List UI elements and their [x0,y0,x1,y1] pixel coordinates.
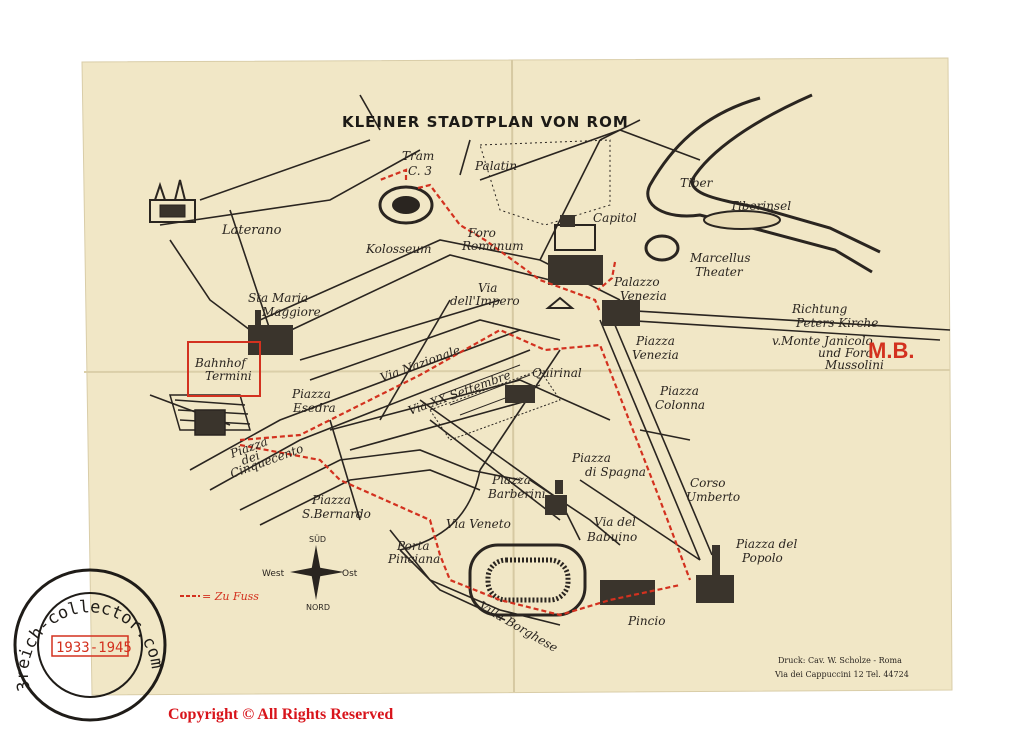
printer-line-2: Via dei Cappuccini 12 Tel. 44724 [774,670,909,679]
label-palazzo: Palazzo [613,275,660,289]
label-palatin: Palatin [474,159,517,173]
compass-east: Ost [342,569,358,579]
label-tram-c3: C. 3 [408,164,432,178]
compass-west: West [262,569,285,579]
label-piazza-esedra-1: Piazza [291,387,331,401]
label-kolosseum: Kolosseum [365,242,431,256]
label-termini: Termini [205,369,252,383]
label-via-del: Via del [594,515,636,529]
label-via-impero-2: dell'Impero [450,294,520,308]
watermark-stamp: 3reich-collector.com 1933-1945 [13,568,167,722]
landmark-piazza-del-popolo [696,545,734,603]
label-tram: Tram [402,149,434,163]
map-title: KLEINER STADTPLAN VON ROM [342,113,629,131]
legend-walking-label: = Zu Fuss [202,590,259,603]
landmark-kolosseum [378,185,434,225]
label-piazza-barberini-1: Piazza [491,473,531,487]
label-capitol: Capitol [593,211,637,225]
bahnhof-highlight-box [187,341,261,397]
label-dei: dei [239,448,261,468]
label-maggiore: Maggiore [261,305,321,319]
landmark-santa-maria-maggiore [248,310,293,355]
label-tiber: Tiber [680,176,714,190]
label-richtung: Richtung [791,302,848,316]
label-piazza-spagna-1: Piazza [571,451,611,465]
label-babuino: Babuino [586,530,637,544]
label-piazza-venezia-1: Piazza [635,334,675,348]
label-piazza-venezia-2: Venezia [632,348,679,362]
label-piazza-popolo-2: Popolo [741,551,783,565]
landmark-spanish-steps [545,480,567,515]
label-piazza-bernardo-1: Piazza [311,493,351,507]
label-venezia: Venezia [620,289,667,303]
label-porta-2: Pinciana [387,552,440,566]
printer-line-1: Druck: Cav. W. Scholze - Roma [778,656,902,665]
label-mb-initials: M.B. [868,338,914,363]
label-piazza-spagna-2: di Spagna [585,465,646,479]
label-piazza-colonna-1: Piazza [659,384,699,398]
landmark-villa-borghese-stadium [468,543,587,617]
label-via-veneto: Via Veneto [446,517,511,531]
label-monte-janicolo: v.Monte Janicolo [772,334,873,348]
label-porta-1: Porta [396,539,430,553]
label-piazza-esedra-2: Esedra [292,401,336,415]
label-laterano: Laterano [221,223,282,238]
label-sta-maria: Sta Maria [248,291,308,305]
label-piazza-colonna-2: Colonna [655,398,705,412]
watermark-years: 1933-1945 [56,640,132,656]
landmark-marcellus-theater [644,234,680,262]
label-marcellus: Marcellus [689,251,751,265]
label-romanum: Romanum [461,239,524,253]
landmark-termini [169,394,251,436]
compass-rose: SÜD NORD West Ost [262,534,358,612]
label-corso-1: Corso [690,476,726,490]
street-network [149,94,951,626]
landmark-palazzo-venezia [545,296,640,326]
tiber-river [646,93,881,274]
label-theater: Theater [695,265,744,279]
label-via-impero-1: Via [478,281,497,295]
walking-route [239,168,692,617]
legend-walking: = Zu Fuss [180,590,259,603]
label-pincio: Pincio [627,614,665,628]
landmark-quirinal [505,385,535,403]
label-bahnhof: Bahnhof [194,356,248,370]
label-foro: Foro [467,226,496,240]
label-mussolini: Mussolini [824,358,884,372]
label-quirinal: Quirinal [532,366,582,380]
label-piazza-bernardo-2: S.Bernardo [302,507,371,521]
compass-south: NORD [306,603,330,612]
label-piazza-popolo-1: Piazza del [735,537,797,551]
landmark-laterano [149,179,196,223]
label-peters-kirche: Peters Kirche [795,316,878,330]
label-und-foro: und Foro [818,346,873,360]
label-tiberinsel: Tiberinsel [730,199,791,213]
label-piazza-barberini-2: Barberini [487,487,546,501]
compass-north: SÜD [309,534,326,544]
copyright-notice: Copyright © All Rights Reserved [168,706,394,723]
landmark-capitol [548,215,603,285]
label-corso-2: Umberto [686,490,740,504]
